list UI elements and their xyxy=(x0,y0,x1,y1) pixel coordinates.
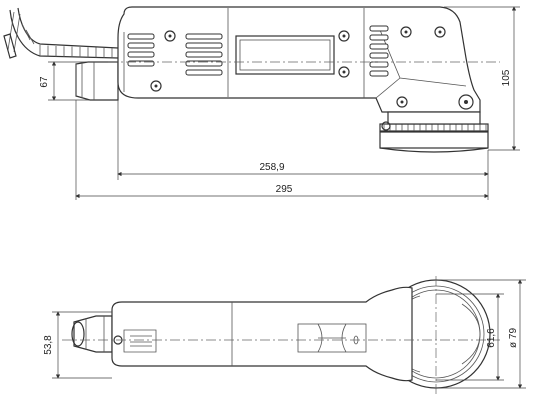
dust-nozzle-top xyxy=(71,315,113,353)
dim-height-left-label: 67 xyxy=(39,76,50,88)
side-view: 67 105 258,9 295 xyxy=(3,6,520,200)
dimension-pad-inner: 61,6 xyxy=(436,293,504,381)
dim-pad-outer-label: ø 79 xyxy=(508,328,519,348)
sanding-pad-side xyxy=(379,111,489,153)
dimension-height-right: 105 xyxy=(444,6,520,151)
motor-housing xyxy=(108,6,500,113)
power-cord xyxy=(3,7,119,59)
dim-length-inner-label: 258,9 xyxy=(259,162,284,173)
dim-pad-inner-label: 61,6 xyxy=(486,328,497,348)
top-view: 53,8 61,6 ø 79 xyxy=(43,276,526,396)
screw-heads xyxy=(150,26,474,110)
dimension-length-total: 295 xyxy=(75,100,489,200)
dim-nozzle-diameter-label: 53,8 xyxy=(43,335,54,355)
dust-nozzle xyxy=(75,61,119,101)
dimension-height-left: 67 xyxy=(39,61,118,101)
body-top xyxy=(62,276,500,396)
dimension-length-inner: 258,9 xyxy=(117,100,489,200)
dim-length-total-label: 295 xyxy=(276,184,293,195)
dimension-pad-outer: ø 79 xyxy=(436,279,526,389)
dim-height-right-label: 105 xyxy=(501,69,512,86)
dimension-nozzle-diameter: 53,8 xyxy=(43,311,112,379)
